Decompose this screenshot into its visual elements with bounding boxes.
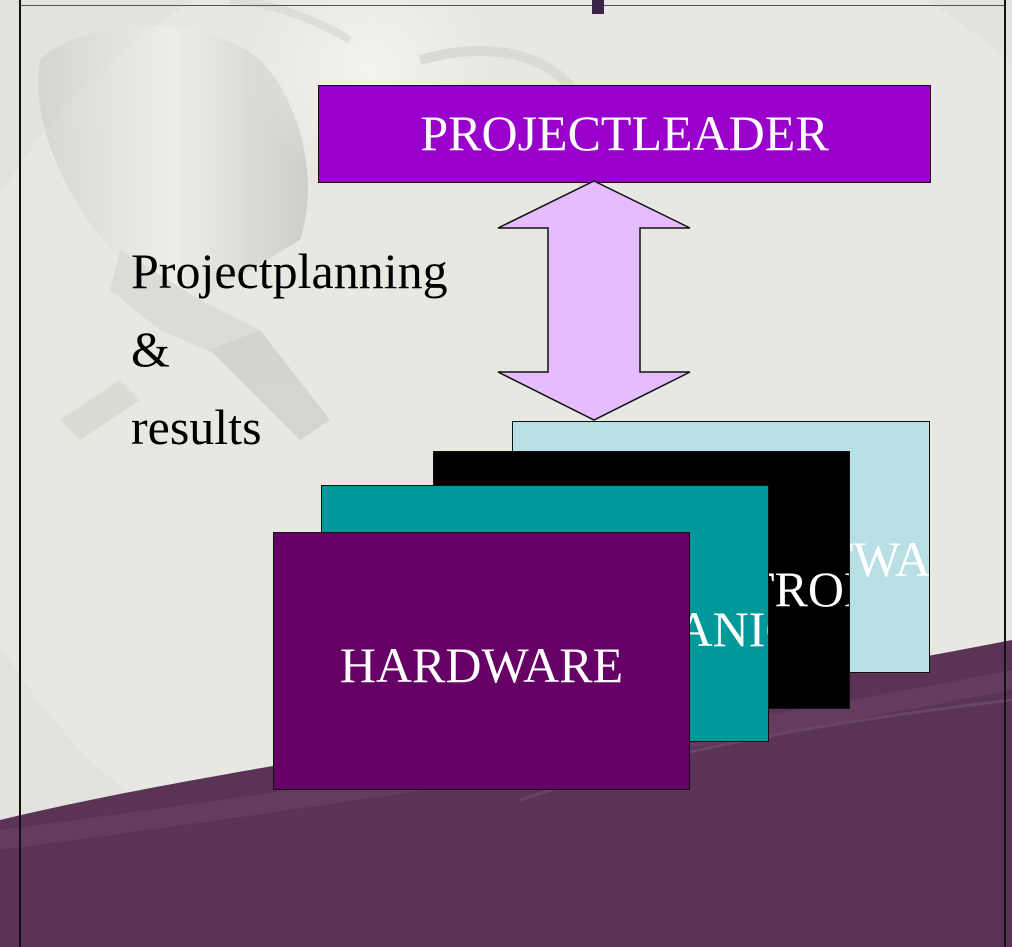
top-marker — [592, 0, 604, 14]
connector-text-line-3: results — [131, 399, 262, 455]
frame-right-border — [1004, 0, 1006, 947]
projectleader-label: PROJECTLEADER — [420, 105, 829, 161]
projectleader-box: PROJECTLEADER — [318, 85, 931, 183]
hardware-box: HARDWARE — [273, 532, 690, 790]
frame-top-border — [19, 5, 1006, 6]
frame-left-border — [19, 0, 21, 947]
hardware-label: HARDWARE — [339, 637, 624, 693]
connector-text-line-1: Projectplanning — [131, 243, 448, 299]
connector-text-line-2: & — [131, 321, 170, 377]
